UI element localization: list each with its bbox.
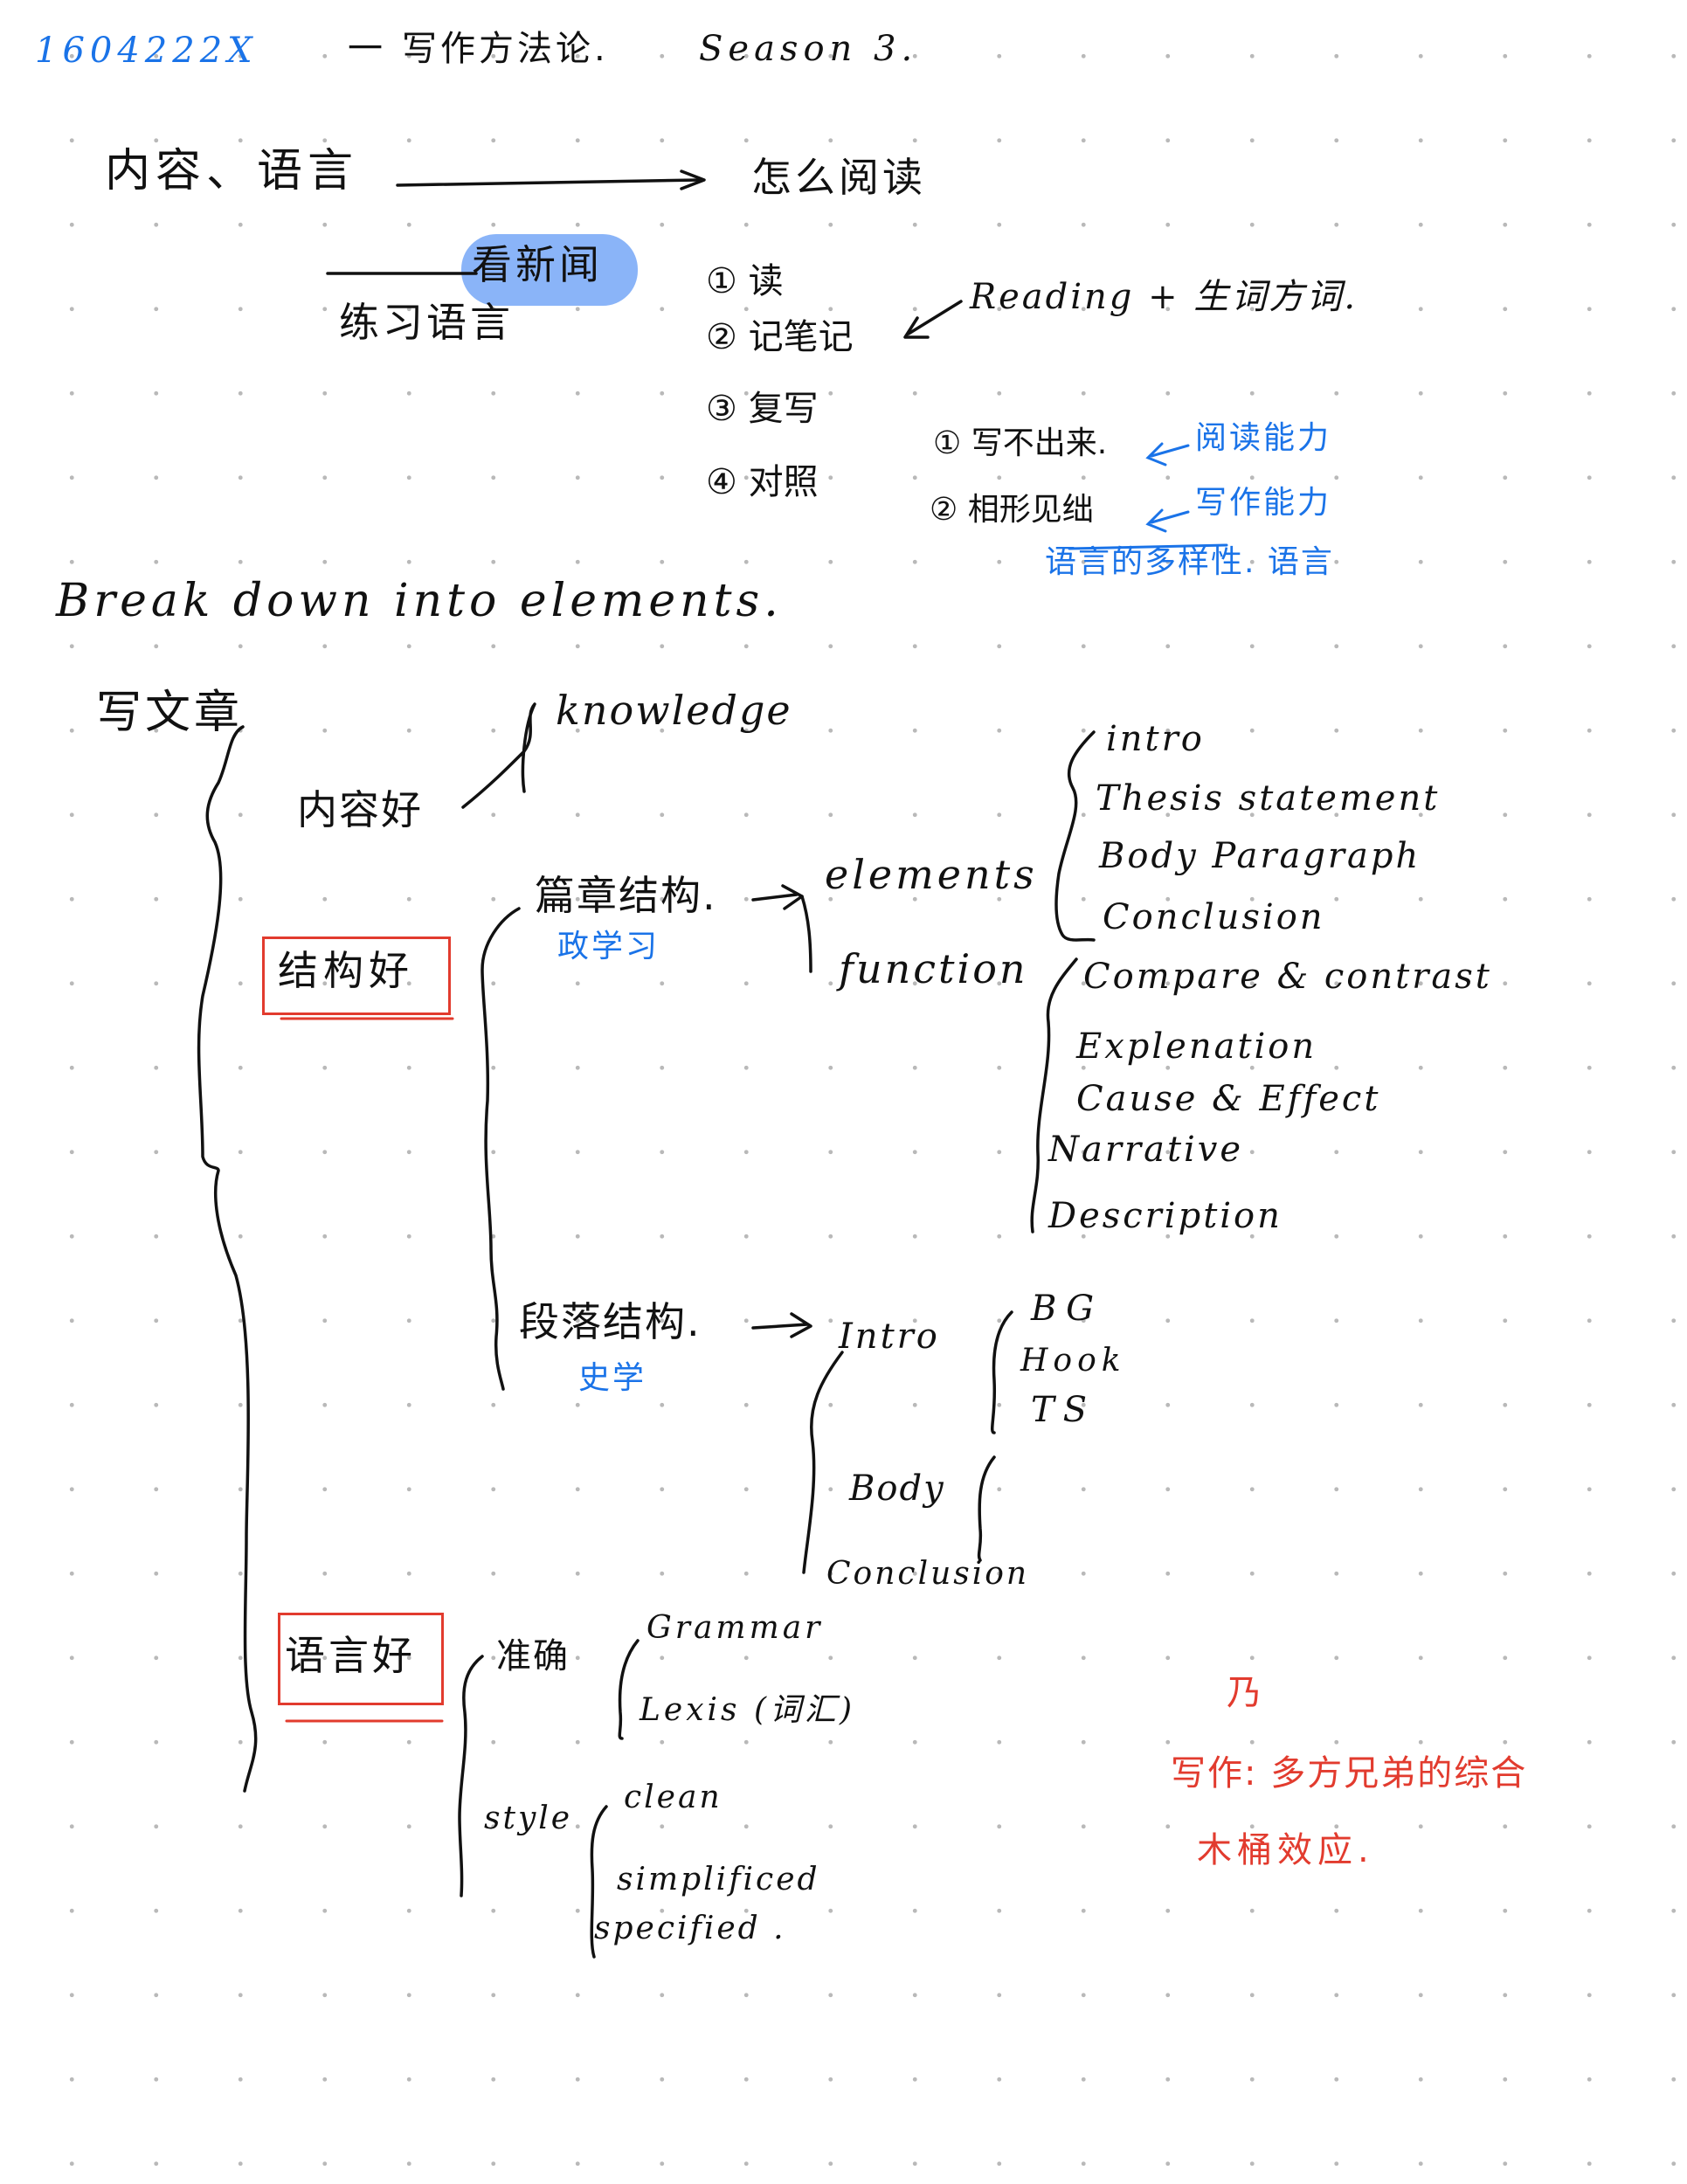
read-ability: 阅读能力 (1195, 420, 1332, 456)
step-4: ④ 对照 (706, 462, 819, 502)
write-ability: 写作能力 (1195, 485, 1332, 521)
article-arrow (751, 893, 799, 902)
function-description: Description (1048, 1196, 1283, 1236)
style-clean: clean (624, 1780, 723, 1815)
function-narrative: Narrative (1048, 1130, 1244, 1170)
step-3: ③ 复写 (706, 389, 819, 429)
step-2: ② 记笔记 (706, 317, 854, 357)
header-season: Season 3. (699, 29, 918, 69)
content-good: 内容好 (297, 786, 423, 833)
paragraph-conclusion: Conclusion (826, 1556, 1030, 1592)
element-conclusion: Conclusion (1103, 897, 1325, 937)
body-brace (977, 1455, 996, 1562)
style-label: style (484, 1800, 573, 1836)
content-language: 内容、语言 (105, 145, 359, 197)
intro-hook: Hook (1020, 1343, 1126, 1379)
elements-brace (1054, 730, 1096, 942)
root-brace (197, 725, 258, 1793)
style-specified: specified . (594, 1911, 786, 1946)
accuracy-lexis: Lexis (词汇) (640, 1692, 856, 1728)
language-box (278, 1613, 444, 1705)
paragraph-structure: 段落结构. (519, 1298, 702, 1345)
compare-item-1: ① 写不出来. (933, 425, 1108, 461)
function-compare: Compare & contrast (1083, 957, 1492, 997)
structure-brace (481, 907, 521, 1391)
paragraph-intro: Intro (839, 1317, 940, 1357)
header-dash: 一 (348, 29, 383, 69)
article-note: 政学习 (557, 929, 660, 964)
arrow-read-ability (1150, 444, 1190, 458)
side-note-mark: 乃 (1227, 1673, 1262, 1713)
arrow-reading-note (907, 300, 963, 335)
side-note-line2: 木桶效应. (1197, 1830, 1374, 1870)
arrow-write-ability (1150, 510, 1190, 524)
function-explanation: Explenation (1076, 1026, 1317, 1067)
article-structure: 篇章结构. (535, 872, 717, 919)
function-label: function (839, 945, 1028, 992)
paragraph-body: Body (849, 1469, 945, 1509)
knowledge-connector (461, 702, 536, 809)
structure-good: 结构好 (278, 947, 414, 994)
accuracy-label: 准确 (496, 1636, 570, 1676)
intro-bg: BG (1031, 1289, 1103, 1329)
structure-box (262, 936, 451, 1015)
paragraph-brace (802, 1351, 844, 1574)
news-highlight (461, 234, 638, 306)
element-intro: intro (1106, 719, 1205, 759)
header-title: 写作方法论. (402, 29, 609, 69)
note-id: 1604222X (35, 31, 258, 71)
arrow-to-reading (396, 178, 701, 187)
elements-label: elements (825, 851, 1038, 898)
reading-note: Reading + 生词方词. (970, 277, 1359, 317)
style-simplified: simplificed (617, 1862, 820, 1897)
paragraph-arrow (751, 1323, 809, 1330)
function-cause: Cause & Effect (1076, 1079, 1381, 1119)
root-write-article: 写文章 (96, 687, 244, 739)
step-1: ① 读 (706, 261, 784, 301)
compare-item-2: ② 相形见绌 (930, 492, 1094, 528)
diversity-note: 语言的多样性. 语言 (1045, 544, 1334, 580)
paragraph-note: 史学 (578, 1360, 647, 1396)
language-good: 语言好 (285, 1632, 416, 1679)
accuracy-grammar: Grammar (646, 1610, 824, 1646)
accuracy-brace (618, 1639, 640, 1740)
function-brace (1030, 957, 1078, 1234)
read-news: 看新闻 (472, 241, 603, 288)
break-down: Break down into elements. (56, 575, 783, 627)
intro-ts: TS (1031, 1390, 1096, 1430)
intro-brace (991, 1310, 1013, 1434)
how-to-read: 怎么阅读 (751, 154, 926, 201)
language-brace (458, 1655, 484, 1897)
element-thesis: Thesis statement (1096, 778, 1441, 819)
practice-language: 练习语言 (339, 299, 514, 346)
element-body: Body Paragraph (1099, 836, 1421, 876)
knowledge: knowledge (556, 687, 792, 734)
side-note-line1: 写作: 多方兄弟的综合 (1171, 1753, 1528, 1794)
